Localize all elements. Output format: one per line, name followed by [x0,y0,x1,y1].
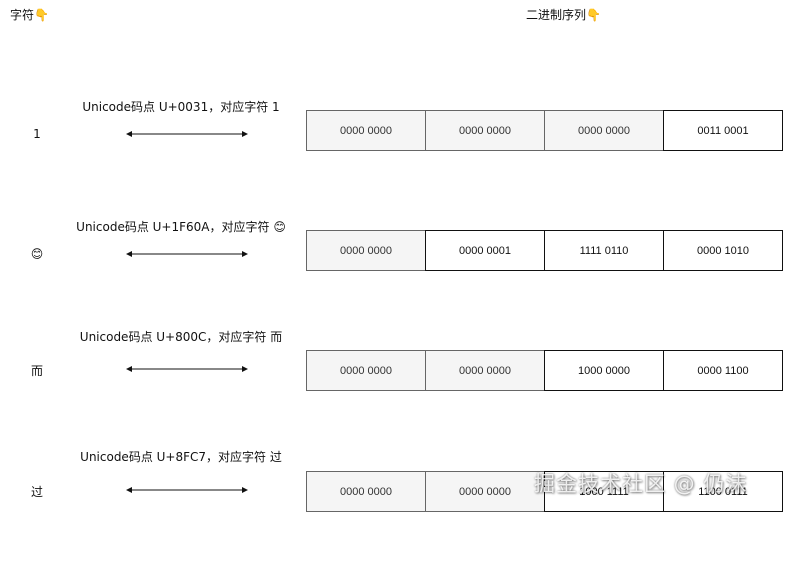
double-arrow-icon [126,129,248,139]
codepoint-caption: Unicode码点 U+8FC7，对应字符 过 [80,450,282,464]
byte-cell-padding: 0000 0000 [425,471,545,512]
character-label: 1 [33,127,41,141]
binary-column-header-text: 二进制序列 [526,8,587,22]
character-label: 😊 [30,247,44,261]
pointing-down-hand-icon: 👇 [586,8,601,22]
byte-sequence: 0000 0000 0000 0001 1111 0110 0000 1010 [306,230,787,271]
codepoint-caption: Unicode码点 U+800C，对应字符 而 [79,330,283,344]
char-column-header: 字符👇 [10,6,49,23]
byte-cell-padding: 0000 0000 [425,350,545,391]
double-arrow-icon [126,249,248,259]
byte-cell-padding: 0000 0000 [544,110,664,151]
character-label: 而 [30,364,43,378]
codepoint-caption: Unicode码点 U+0031，对应字符 1 [82,100,280,114]
codepoint-caption: Unicode码点 U+1F60A，对应字符 😊 [76,220,286,234]
character-label: 过 [30,485,43,499]
byte-cell-padding: 0000 0000 [306,110,426,151]
encoding-row: Unicode码点 U+800C，对应字符 而 而 0000 0000 0000… [0,330,787,453]
encoding-row: Unicode码点 U+1F60A，对应字符 😊 😊 0000 0000 000… [0,213,787,333]
pointing-down-hand-icon: 👇 [34,8,49,22]
byte-cell-data: 1100 0111 [663,471,783,512]
byte-sequence: 0000 0000 0000 0000 1000 0000 0000 1100 [306,350,787,391]
byte-cell-data: 0000 1010 [663,230,783,271]
byte-cell-padding: 0000 0000 [306,471,426,512]
double-arrow-icon [126,364,248,374]
encoding-row: Unicode码点 U+0031，对应字符 1 1 0000 0000 0000… [0,93,787,213]
byte-sequence: 0000 0000 0000 0000 1000 1111 1100 0111 [306,471,787,512]
byte-cell-data: 0000 1100 [663,350,783,391]
double-arrow-icon [126,485,248,495]
byte-cell-data: 0000 0001 [425,230,545,271]
byte-cell-padding: 0000 0000 [306,230,426,271]
byte-cell-padding: 0000 0000 [306,350,426,391]
char-column-header-text: 字符 [10,8,35,22]
encoding-row: Unicode码点 U+8FC7，对应字符 过 过 0000 0000 0000… [0,450,787,573]
byte-cell-data: 1000 1111 [544,471,664,512]
byte-cell-data: 1000 0000 [544,350,664,391]
byte-cell-data: 0011 0001 [663,110,783,151]
byte-sequence: 0000 0000 0000 0000 0000 0000 0011 0001 [306,110,787,151]
byte-cell-data: 1111 0110 [544,230,664,271]
binary-column-header: 二进制序列👇 [526,6,601,23]
byte-cell-padding: 0000 0000 [425,110,545,151]
watermark: 掘金技术社区 @ 仍沫 [534,472,748,496]
